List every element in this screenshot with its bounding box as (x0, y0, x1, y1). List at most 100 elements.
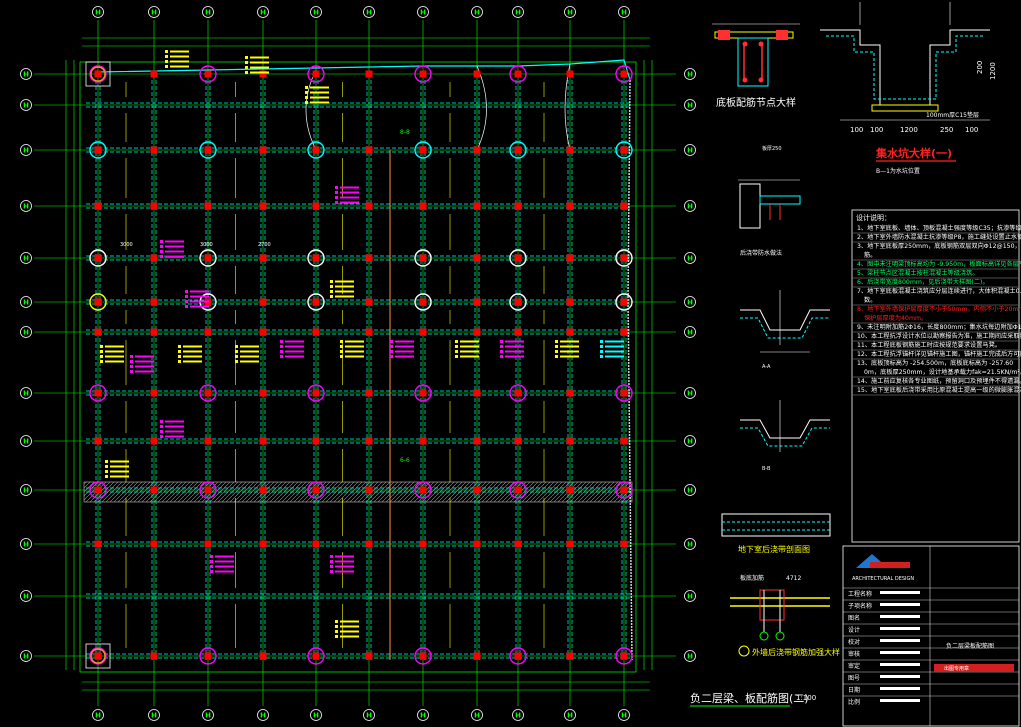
column-6-5 (365, 328, 373, 336)
axis-bubble-right-1: H (684, 99, 696, 111)
column-6-2 (204, 328, 212, 336)
sump-note: 100mm厚C15垫层 (926, 111, 979, 119)
rebar-tag-17 (600, 340, 624, 358)
notes-panel: 设计说明： 1、地下室底板、墙体、顶板混凝土强度等级C35；抗渗等级P8。2、地… (851, 209, 1021, 543)
pile-ring-2-4 (307, 141, 325, 159)
pile-ring-2-0 (89, 141, 107, 159)
svg-text:H: H (474, 9, 480, 17)
rebar-tag-10 (235, 345, 259, 363)
tb-field-2: 图名 (848, 614, 860, 622)
column-7-2 (204, 389, 212, 397)
column-5-0 (94, 298, 102, 306)
column-5-1 (150, 298, 158, 306)
axis-bubble-left-2: H (20, 144, 32, 156)
column-8-2 (204, 437, 212, 445)
column-9-1 (150, 486, 158, 494)
rebar-tag-19 (105, 460, 129, 478)
detail-wall-section: 板厚250 后浇带防水做法 (738, 145, 801, 257)
column-7-0 (94, 389, 102, 397)
pile-ring-7-6 (414, 384, 432, 402)
axis-bubble-top-1: H (148, 6, 160, 18)
axis-bubble-left-7: H (20, 387, 32, 399)
svg-text:H: H (687, 71, 693, 79)
svg-text:H: H (23, 487, 29, 495)
column-2-6 (419, 146, 427, 154)
svg-text:H: H (621, 712, 627, 720)
tb-field-1: 子项名称 (848, 602, 872, 610)
sump-dim-bottom-1: 100 (870, 126, 883, 134)
column-5-6 (419, 298, 427, 306)
pile-ring-12-10 (615, 647, 633, 665)
column-8-6 (419, 437, 427, 445)
pile-ring-0-10 (615, 65, 633, 83)
pile-ring-5-0 (89, 293, 107, 311)
column-4-9 (566, 254, 574, 262)
pile-ring-4-10 (615, 249, 633, 267)
sheet-name: 负二层梁板配筋图 (946, 642, 994, 650)
column-7-3 (259, 389, 267, 397)
pile-ring-2-10 (615, 141, 633, 159)
column-4-0 (94, 254, 102, 262)
sump-dim-bottom-0: 100 (850, 126, 863, 134)
note-item-6: 6、后浇带宽度800mm，见后浇带大样图(二)。 (857, 278, 989, 286)
pile-ring-7-0 (89, 384, 107, 402)
column-9-10 (620, 486, 628, 494)
pile-ring-0-6 (414, 65, 432, 83)
axis-bubble-bottom-0: H (92, 709, 104, 721)
axis-bubble-left-6: H (20, 326, 32, 338)
dim-text-2: 2700 (258, 242, 271, 248)
column-3-9 (566, 202, 574, 210)
axis-bubble-right-10: H (684, 538, 696, 550)
column-2-1 (150, 146, 158, 154)
column-9-3 (259, 486, 267, 494)
column-12-9 (566, 652, 574, 660)
column-10-4 (312, 540, 320, 548)
axis-bubble-left-3: H (20, 200, 32, 212)
axis-bubble-right-8: H (684, 435, 696, 447)
svg-text:H: H (23, 299, 29, 307)
sump-subtitle: B—1为水坑位置 (876, 167, 920, 175)
column-4-5 (365, 254, 373, 262)
dim-text-3: 3000 (120, 242, 133, 248)
pile-ring-12-0 (89, 647, 107, 665)
column-4-10 (620, 254, 628, 262)
tb-field-5: 审核 (848, 650, 860, 658)
axis-bubble-right-12: H (684, 650, 696, 662)
rebar-tag-9 (178, 345, 202, 363)
column-10-5 (365, 540, 373, 548)
column-7-4 (312, 389, 320, 397)
pile-ring-12-8 (509, 647, 527, 665)
axis-bubble-bottom-8: H (512, 709, 524, 721)
column-0-5 (365, 70, 373, 78)
axis-bubble-bottom-6: H (417, 709, 429, 721)
sheet-title-group: 负二层梁、板配筋图(二) 1:100 (690, 691, 816, 707)
column-9-2 (204, 486, 212, 494)
column-6-10 (620, 328, 628, 336)
column-8-7 (473, 437, 481, 445)
column-0-3 (259, 70, 267, 78)
column-3-7 (473, 202, 481, 210)
svg-text:H: H (687, 147, 693, 155)
detail-c-dim: 4712 (786, 575, 801, 582)
pile-ring-4-0 (89, 249, 107, 267)
axis-bubble-top-2: H (202, 6, 214, 18)
axis-bubble-bottom-7: H (471, 709, 483, 721)
rebar-tag-16 (555, 340, 579, 358)
column-10-10 (620, 540, 628, 548)
notes-heading: 设计说明： (856, 213, 891, 222)
tb-field-3: 设计 (848, 626, 860, 634)
section-b-label: B-B (762, 466, 771, 472)
note-item-5: 5、梁柱节点区混凝土按柱混凝土等级浇筑。 (857, 269, 979, 277)
column-2-7 (473, 146, 481, 154)
column-9-9 (566, 486, 574, 494)
axis-bubble-bottom-1: H (148, 709, 160, 721)
tb-field-0: 工程名称 (848, 590, 872, 598)
pile-ring-9-6 (414, 481, 432, 499)
section-a-label: A-A (762, 364, 771, 370)
column-0-10 (620, 70, 628, 78)
axis-bubble-top-8: H (512, 6, 524, 18)
column-0-6 (419, 70, 427, 78)
svg-text:H: H (687, 541, 693, 549)
